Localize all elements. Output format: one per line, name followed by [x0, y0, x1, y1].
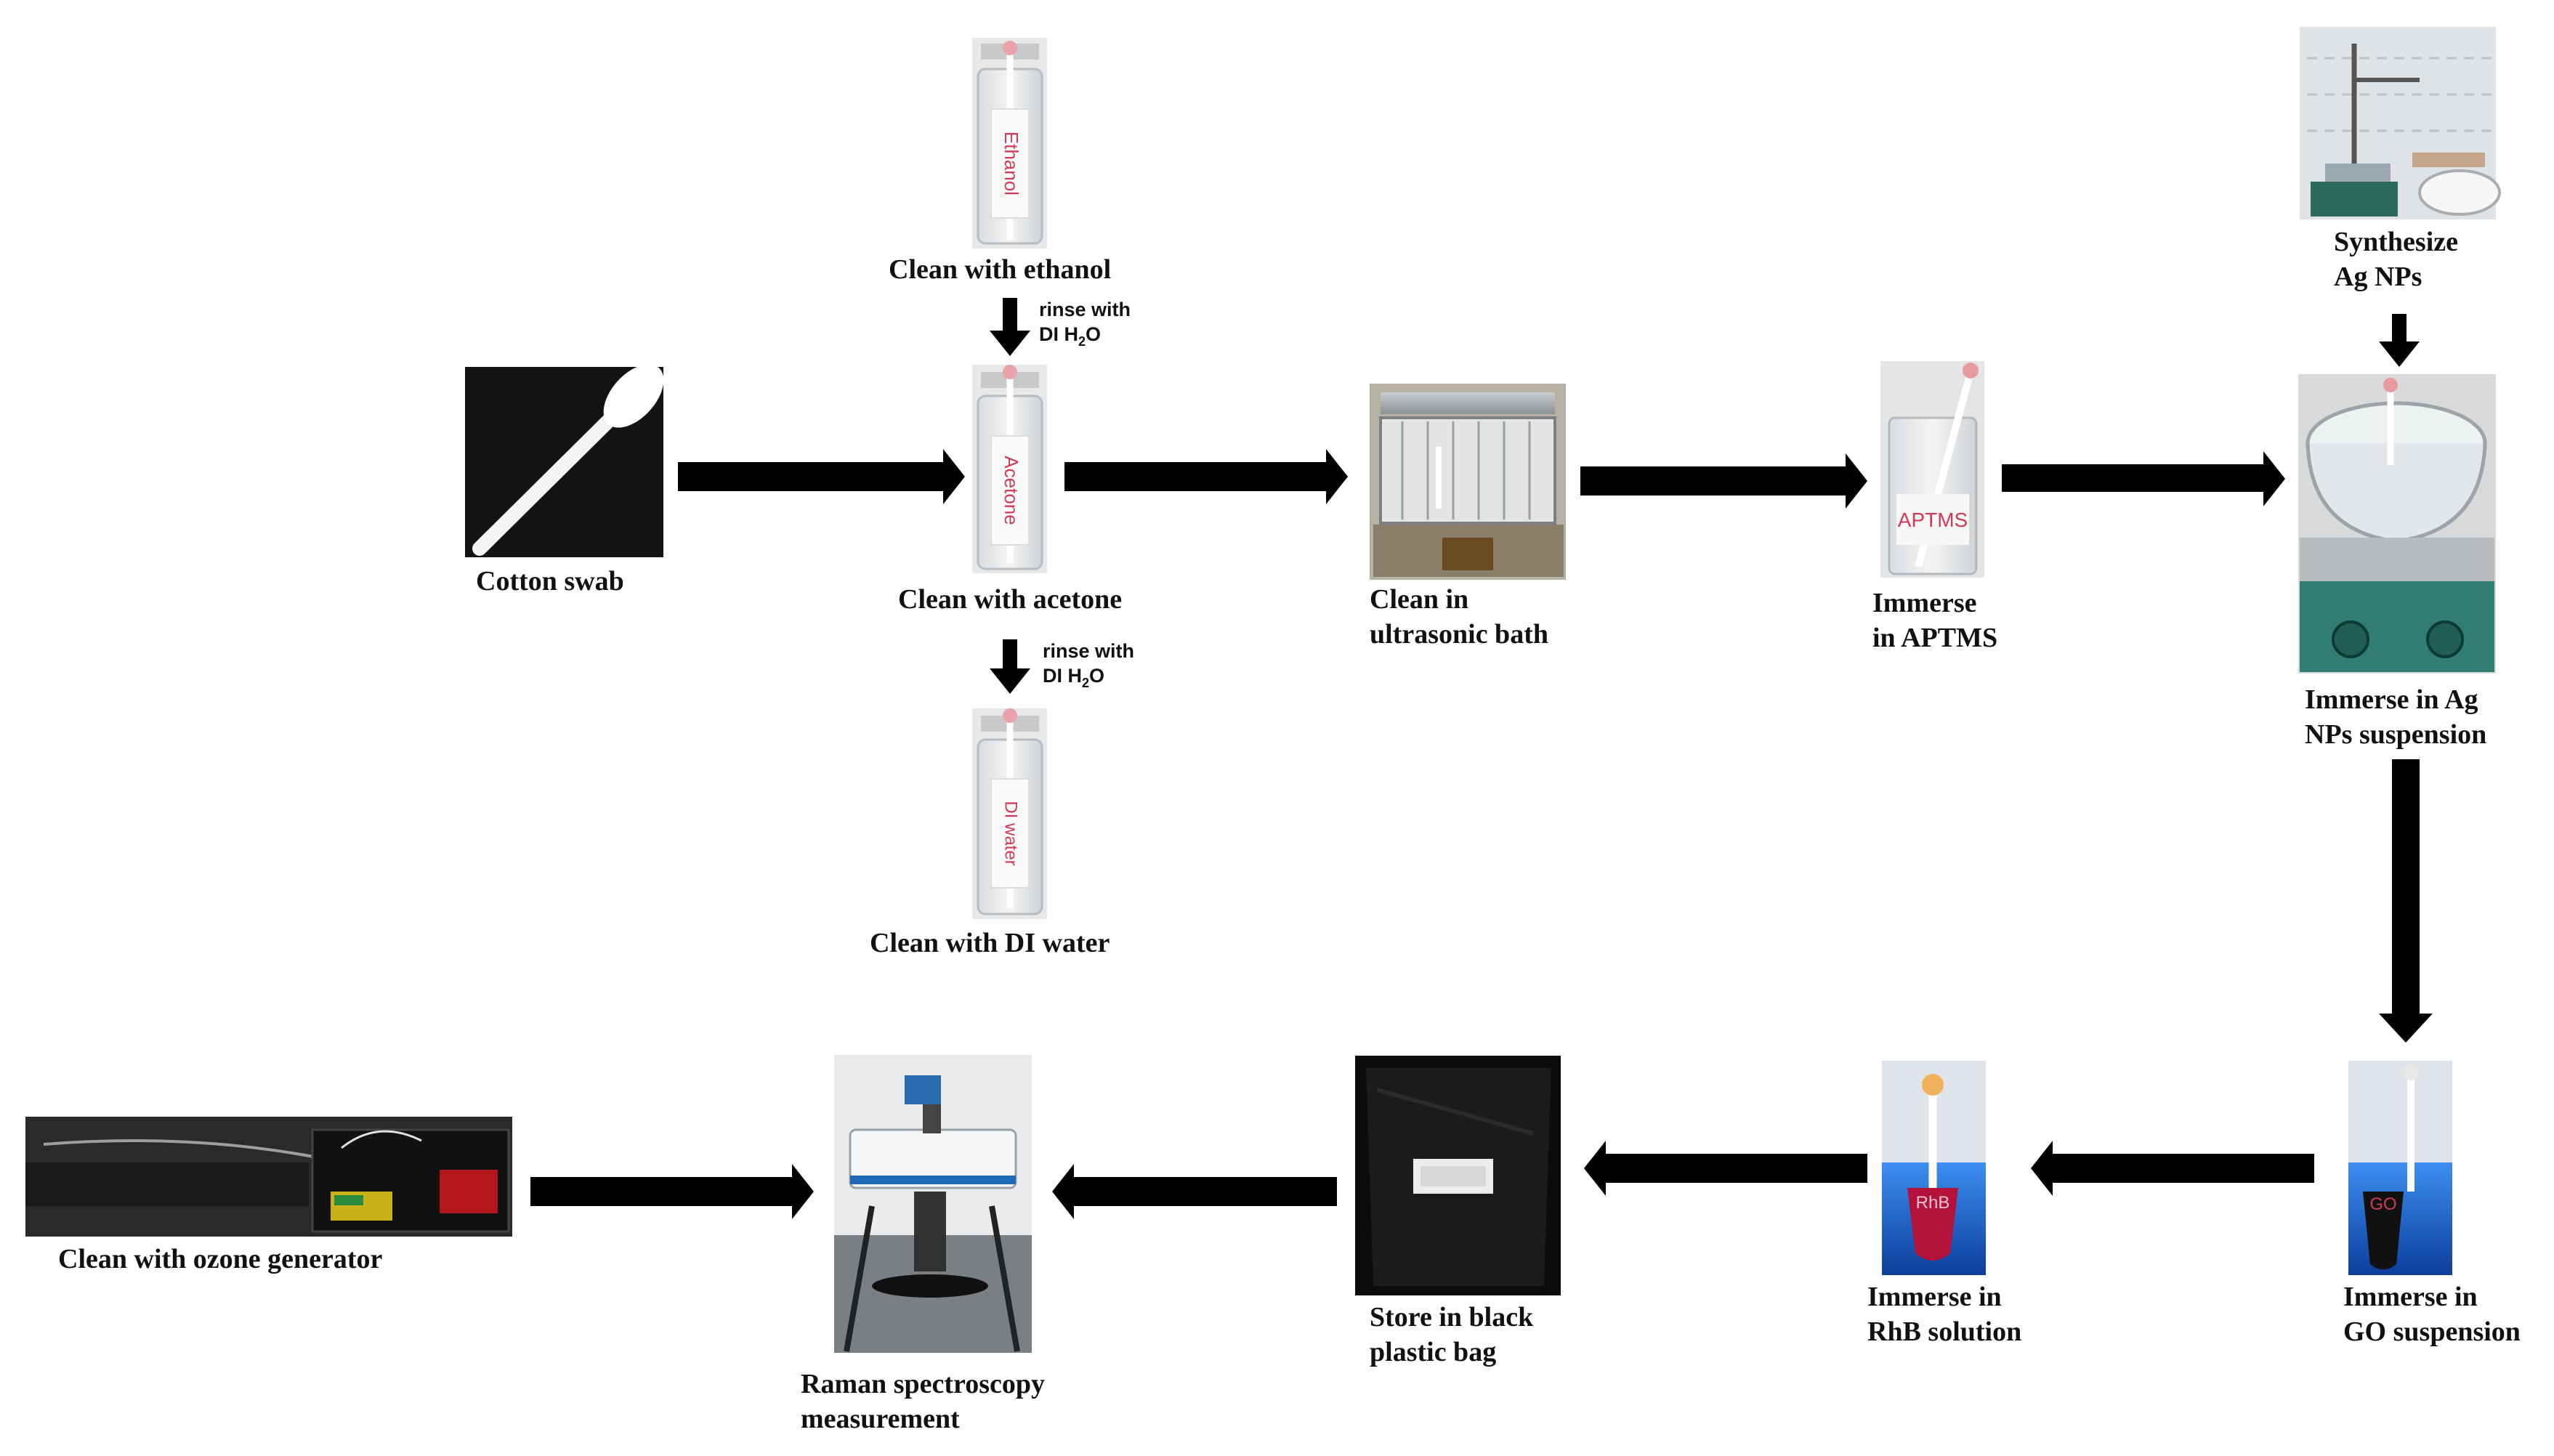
label-go-line2: GO suspension [2343, 1317, 2521, 1347]
label-cotton-swab: Cotton swab [476, 566, 624, 596]
label-ozone: Clean with ozone generator [58, 1244, 383, 1274]
arrow-ozone-to-raman [530, 1164, 814, 1219]
rinse-note-acetone: rinse with DI H2O [1043, 640, 1140, 690]
label-synthesize-line1: Synthesize [2334, 227, 2458, 257]
label-synthesize: Synthesize Ag NPs [2334, 227, 2465, 292]
label-ultrasonic: Clean in ultrasonic bath [1370, 584, 1548, 650]
rinse-note-subscript: 2 [1078, 334, 1086, 349]
rinse-note-suffix: O [1089, 665, 1104, 687]
label-bag: Store in black plastic bag [1370, 1302, 1540, 1367]
acetone-bottle-photo: Acetone [972, 365, 1047, 573]
label-aptms: Immerse in APTMS [1872, 588, 1997, 653]
arrow-synthesize-to-ag [2379, 314, 2420, 367]
label-aptms-line2: in APTMS [1872, 623, 1997, 653]
label-go: Immerse in GO suspension [2343, 1282, 2521, 1347]
label-bag-line2: plastic bag [1370, 1337, 1496, 1367]
label-raman-line2: measurement [801, 1404, 960, 1434]
synthesize-setup-photo [2300, 27, 2501, 219]
arrow-ethanol-to-acetone [990, 298, 1030, 356]
go-suspension-photo: GO [2348, 1061, 2452, 1275]
black-bag-photo [1355, 1056, 1561, 1295]
label-rhb: Immerse in RhB solution [1867, 1282, 2021, 1347]
label-raman: Raman spectroscopy measurement [801, 1369, 1052, 1434]
arrow-ag-to-go [2379, 759, 2433, 1043]
rhb-solution-photo: RhB [1882, 1061, 1986, 1275]
label-ag-nps: Immerse in Ag NPs suspension [2305, 684, 2486, 750]
label-synthesize-line2: Ag NPs [2334, 262, 2422, 292]
rinse-note-line2: DI H [1039, 323, 1078, 345]
raman-spectroscopy-photo [834, 1055, 1032, 1353]
label-ag-nps-line2: NPs suspension [2305, 719, 2486, 750]
bottle-label-acetone: Acetone [1001, 456, 1022, 525]
label-bag-line1: Store in black [1370, 1302, 1534, 1332]
label-ethanol: Clean with ethanol [889, 254, 1111, 285]
label-rhb-line2: RhB solution [1867, 1317, 2021, 1347]
di-water-bottle-photo: DI water [972, 708, 1047, 919]
ag-nps-suspension-photo [2298, 374, 2496, 674]
label-ultrasonic-line2: ultrasonic bath [1370, 619, 1548, 650]
rinse-note-ethanol: rinse with DI H2O [1039, 299, 1136, 349]
cotton-swab-photo [465, 364, 664, 557]
arrow-ultrasonic-to-aptms [1580, 453, 1867, 509]
label-aptms-line1: Immerse [1872, 588, 1976, 618]
arrow-rhb-to-bag [1584, 1141, 1867, 1196]
bottle-label-aptms: APTMS [1898, 509, 1968, 531]
label-ag-nps-line1: Immerse in Ag [2305, 684, 2478, 715]
rinse-note-suffix: O [1086, 323, 1101, 345]
label-raman-line1: Raman spectroscopy [801, 1369, 1045, 1399]
label-rhb-line1: Immerse in [1867, 1282, 2002, 1312]
rinse-note-line1: rinse with [1043, 640, 1134, 662]
arrow-swab-to-acetone [678, 449, 965, 504]
bottle-label-di-water: DI water [1001, 801, 1021, 865]
label-go-line1: Immerse in [2343, 1282, 2478, 1312]
label-di-water: Clean with DI water [870, 928, 1110, 958]
arrow-aptms-to-ag [2002, 451, 2285, 506]
label-ultrasonic-line1: Clean in [1370, 584, 1468, 615]
bottle-label-rhb: RhB [1916, 1193, 1950, 1213]
bottle-label-ethanol: Ethanol [1001, 132, 1022, 195]
ozone-generator-photo [25, 1117, 512, 1237]
arrow-acetone-to-di-water [990, 639, 1030, 694]
aptms-beaker-photo: APTMS [1880, 361, 1984, 578]
label-acetone: Clean with acetone [898, 584, 1122, 615]
rinse-note-line2: DI H [1043, 665, 1082, 687]
ethanol-bottle-photo: Ethanol [972, 38, 1047, 248]
bottle-label-go: GO [2369, 1194, 2396, 1214]
ultrasonic-bath-photo [1370, 384, 1566, 580]
rinse-note-line1: rinse with [1039, 299, 1131, 320]
rinse-note-subscript: 2 [1082, 676, 1089, 690]
arrow-acetone-to-ultrasonic [1064, 449, 1348, 504]
arrow-go-to-rhb [2031, 1141, 2314, 1196]
arrow-bag-to-raman [1052, 1164, 1337, 1219]
